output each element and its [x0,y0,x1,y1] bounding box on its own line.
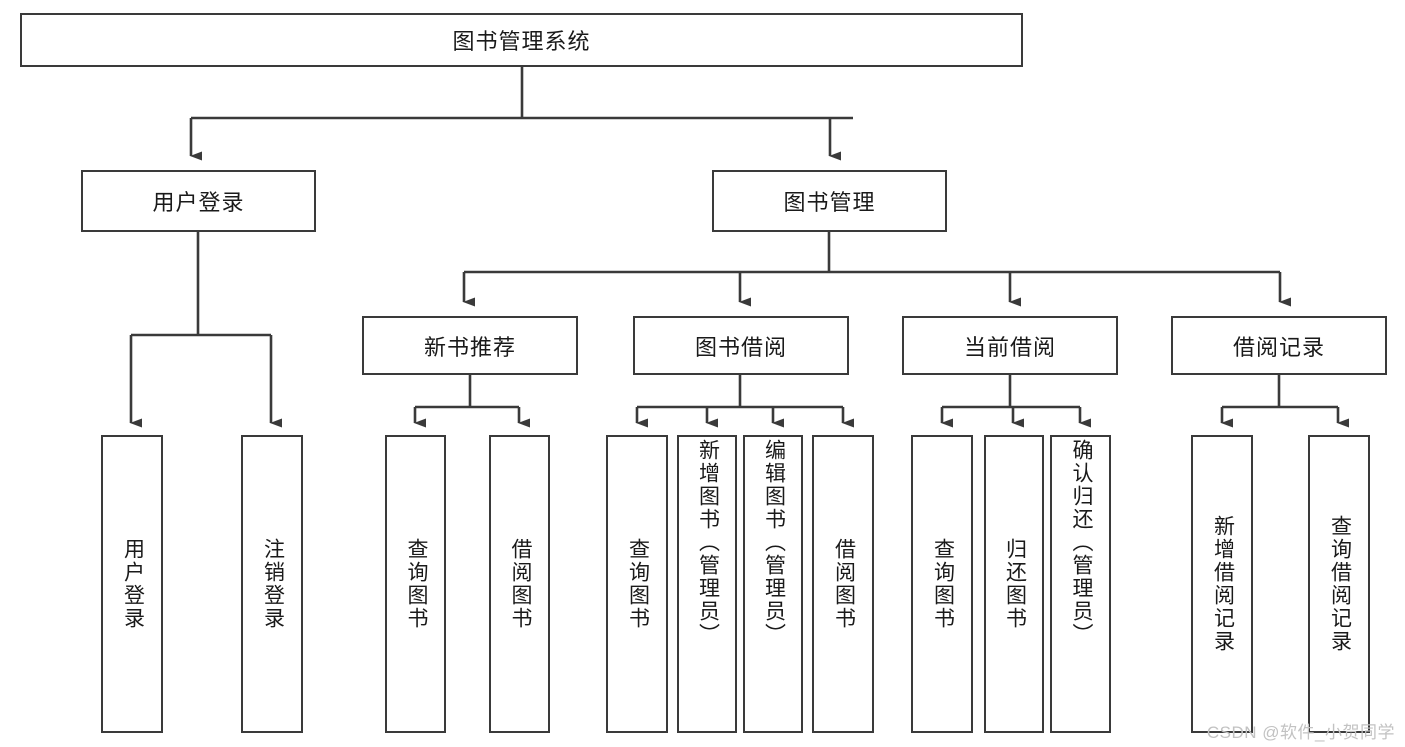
node-label: 新增借阅记录 [1211,515,1235,653]
node-label: 用户登录 [152,190,245,215]
node-label: 注销登录 [261,538,285,630]
leaf-user-login-logout[interactable]: 注销登录 [241,435,303,733]
leaf-current-return-book[interactable]: 归还图书 [984,435,1044,733]
leaf-borrow-edit-book-admin[interactable]: 编辑图书（管理员） [743,435,803,733]
node-new-book-recommend[interactable]: 新书推荐 [362,316,578,375]
node-borrow-records[interactable]: 借阅记录 [1171,316,1387,375]
leaf-records-query-record[interactable]: 查询借阅记录 [1308,435,1370,733]
node-label: 借阅图书 [832,538,856,630]
node-label: 查询图书 [931,538,955,630]
leaf-borrow-query-book[interactable]: 查询图书 [606,435,668,733]
node-label: 查询图书 [404,538,428,630]
node-label: 归还图书 [1003,538,1027,630]
node-user-login[interactable]: 用户登录 [81,170,316,232]
node-label: 查询借阅记录 [1328,515,1352,653]
leaf-borrow-add-book-admin[interactable]: 新增图书（管理员） [677,435,737,733]
leaf-current-query-book[interactable]: 查询图书 [911,435,973,733]
leaf-records-add-record[interactable]: 新增借阅记录 [1191,435,1253,733]
node-label: 编辑图书（管理员） [762,439,786,646]
node-label: 图书借阅 [694,334,787,360]
leaf-user-login-login[interactable]: 用户登录 [101,435,163,733]
leaf-recommend-borrow-book[interactable]: 借阅图书 [489,435,550,733]
node-book-management[interactable]: 图书管理 [712,170,947,232]
leaf-borrow-borrow-book[interactable]: 借阅图书 [812,435,874,733]
node-current-borrow[interactable]: 当前借阅 [902,316,1118,375]
node-label: 图书管理 [783,190,876,215]
node-label: 借阅记录 [1232,334,1325,360]
node-label: 当前借阅 [963,334,1056,360]
leaf-recommend-query-book[interactable]: 查询图书 [385,435,446,733]
node-label: 借阅图书 [508,538,532,630]
node-label: 查询图书 [626,538,650,630]
node-book-borrow[interactable]: 图书借阅 [633,316,849,375]
watermark: CSDN @软件_小贺同学 [1206,723,1395,742]
node-label: 新书推荐 [423,334,516,360]
node-label: 用户登录 [121,538,145,630]
leaf-current-confirm-return-admin[interactable]: 确认归还（管理员） [1050,435,1111,733]
node-label: 图书管理系统 [452,29,591,54]
node-root-system[interactable]: 图书管理系统 [20,13,1023,67]
node-label: 新增图书（管理员） [696,439,720,646]
node-label: 确认归还（管理员） [1069,439,1093,646]
